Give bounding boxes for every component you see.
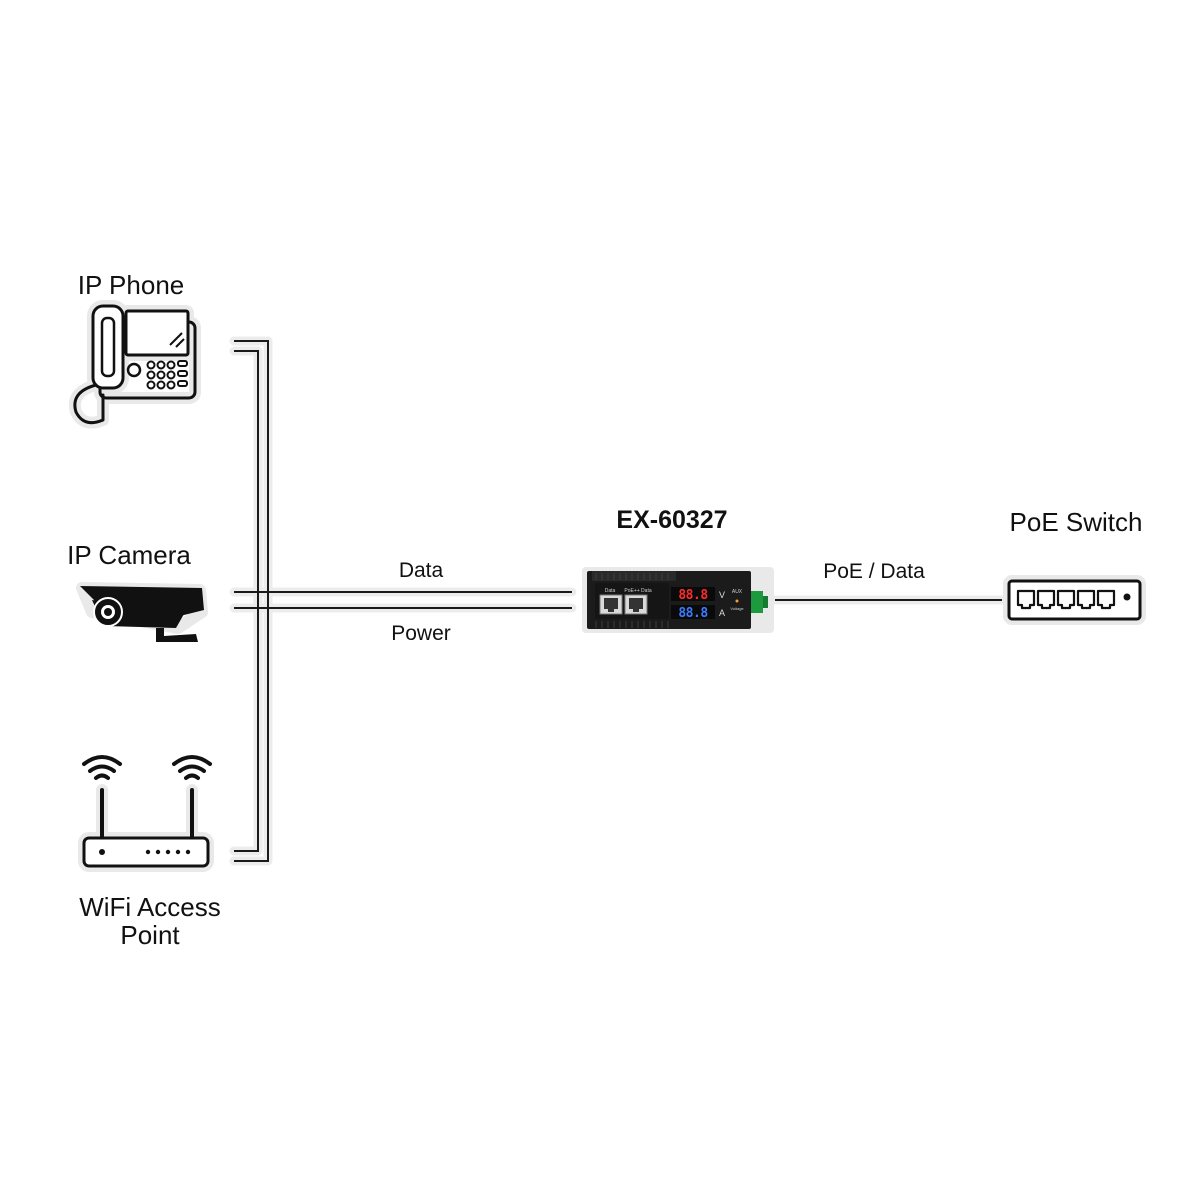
voltage-label: Voltage <box>730 606 744 611</box>
voltage-display: 88.8 <box>678 588 708 603</box>
wifi-access-point-label-line2: Point <box>120 920 180 950</box>
poe-switch-label: PoE Switch <box>1010 507 1143 537</box>
current-unit: A <box>719 608 725 618</box>
wifi-access-point-icon <box>78 755 214 872</box>
status-led <box>735 599 739 603</box>
wifi-signal-icon <box>172 755 212 780</box>
port-label-data: Data <box>605 588 616 594</box>
wifi-access-point-label-line1: WiFi Access <box>79 892 221 922</box>
ethernet-port-icon <box>624 594 648 615</box>
center-device-label: EX-60327 <box>616 506 727 534</box>
poe-data-link-label: PoE / Data <box>823 560 925 583</box>
bus-line-inner <box>234 350 259 852</box>
connection-lines <box>229 336 1007 866</box>
bus-line-outer <box>234 340 269 862</box>
aux-label: AUX <box>732 589 743 595</box>
ip-phone-label: IP Phone <box>78 270 185 300</box>
ex-60327-device: Data PoE++ Data 88.8 88.8 V A AUX Voltag… <box>582 567 774 633</box>
ip-camera-label: IP Camera <box>67 540 191 570</box>
ip-camera-icon <box>76 582 208 642</box>
power-link-label: Power <box>391 622 451 645</box>
wifi-signal-icon <box>82 755 122 780</box>
port-label-poe-data: PoE++ Data <box>624 588 651 594</box>
ethernet-port-icon <box>599 594 623 615</box>
voltage-unit: V <box>719 590 725 600</box>
current-display: 88.8 <box>678 606 708 621</box>
ip-phone-icon <box>69 300 201 429</box>
data-link-label: Data <box>399 559 444 582</box>
poe-switch-icon <box>1003 575 1146 625</box>
